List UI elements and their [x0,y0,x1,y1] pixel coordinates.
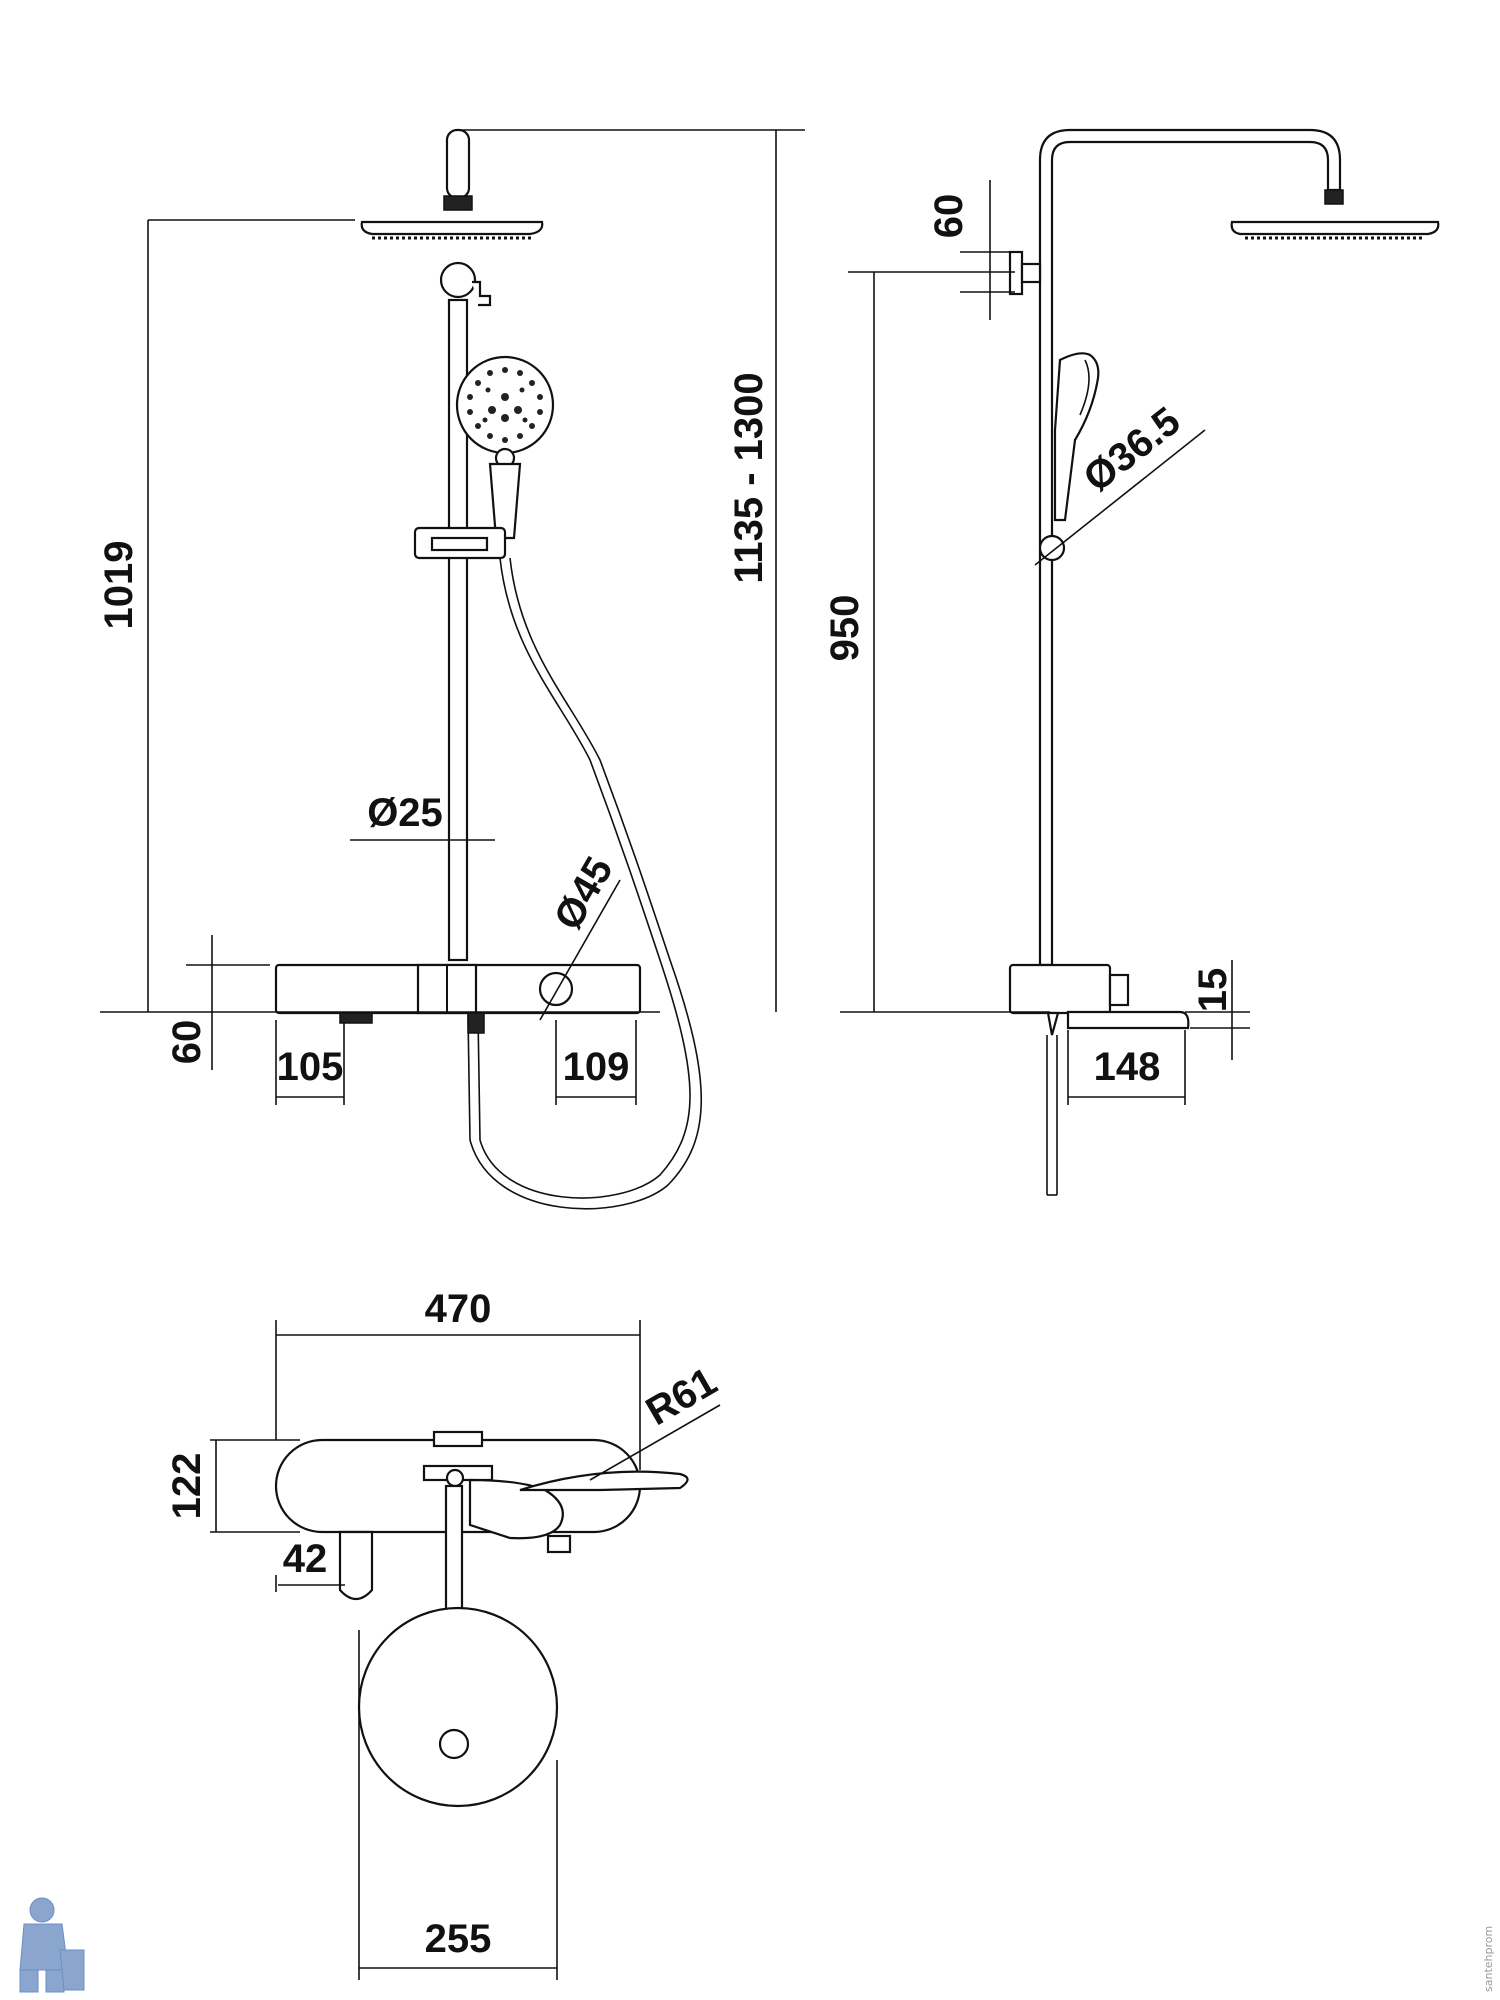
dim-60-left: 60 [165,1020,209,1065]
front-top-arm [445,128,471,200]
side-rail-and-arm [1038,128,1342,967]
dim-255: 255 [425,1917,492,1961]
dim-side-diameter: Ø36.5 [1076,399,1189,501]
dim-470: 470 [425,1287,492,1331]
front-wall-bracket [439,261,477,299]
side-bracket-arm [1020,262,1042,284]
plan-rail [445,1468,465,1488]
side-view [840,128,1440,1196]
side-knob [1108,973,1130,1007]
plan-head-connector [438,1728,470,1760]
plan-shelf [519,1470,689,1492]
plan-overhead-head [357,1606,559,1808]
dim-109: 109 [563,1045,630,1089]
dim-rail-diameter: Ø25 [367,791,443,835]
dim-148: 148 [1094,1045,1161,1089]
front-outlet-nipple [339,1012,373,1024]
front-hand-shower-jets [467,367,543,443]
plumber-mascot-logo [19,1897,85,1993]
dim-1019: 1019 [97,541,141,630]
side-slider [1038,534,1066,562]
front-arm-nut [443,195,473,211]
dim-knob-diameter: Ø45 [546,850,622,937]
side-thermostat-body [1008,963,1112,1015]
front-rail [447,298,469,962]
side-overhead-head [1230,220,1440,236]
plan-view [210,1320,721,1980]
side-wall-plate [1008,250,1024,296]
side-hand-shower [1053,352,1100,522]
side-outlet [1046,1011,1060,1036]
dim-105: 105 [277,1045,344,1089]
dim-42: 42 [283,1537,328,1581]
side-shelf [1066,1010,1190,1030]
side-arm-nut [1324,189,1344,205]
watermark-text: santehprom [1482,1926,1495,1992]
dim-1135-1300: 1135 - 1300 [727,372,771,583]
front-slider-clamp [430,536,489,552]
front-hose-connector [467,1012,485,1034]
dim-60-side: 60 [927,194,971,239]
front-bracket-screw [472,280,492,307]
plan-hand-shower [468,1478,564,1540]
dim-15: 15 [1191,968,1235,1013]
front-view [100,128,805,1210]
front-hose-inner [467,557,703,1210]
dim-r61: R61 [639,1359,725,1434]
front-overhead-head [360,220,544,236]
plan-outlet [546,1534,572,1554]
plan-wall-plate [432,1430,484,1448]
plan-knob [338,1530,374,1601]
dim-122: 122 [165,1453,209,1520]
front-hose-outer [477,557,691,1199]
dim-950: 950 [823,595,867,662]
front-hand-shower-handle [488,462,522,540]
front-temperature-knob [538,971,574,1007]
